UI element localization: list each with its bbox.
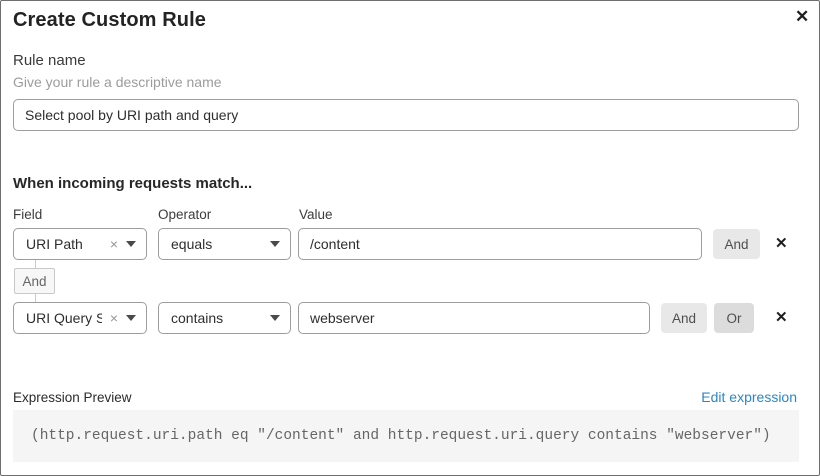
field-select-row1-value: URI Path [26,236,83,252]
edit-expression-link[interactable]: Edit expression [701,389,797,405]
operator-column-label: Operator [158,207,212,222]
or-button-row2[interactable]: Or [714,303,754,333]
and-button-row2[interactable]: And [661,303,707,333]
chevron-down-icon [126,315,136,321]
and-joiner-badge: And [14,268,55,294]
dialog-title: Create Custom Rule [13,9,206,31]
clear-icon[interactable]: × [109,236,118,252]
expression-code: (http.request.uri.path eq "/content" and… [31,428,771,444]
delete-row2-icon[interactable]: ✕ [775,309,788,326]
value-column-label: Value [299,207,333,222]
chevron-down-icon [126,241,136,247]
value-input-row2[interactable] [298,302,650,334]
operator-select-row2-value: contains [171,310,224,326]
value-input-row1[interactable] [298,228,702,260]
field-select-row2-value: URI Query St... [26,310,102,326]
field-column-label: Field [13,207,43,222]
connector-line-top [35,260,36,268]
field-select-row2[interactable]: URI Query St... × [13,302,147,334]
match-section-heading: When incoming requests match... [13,175,253,192]
close-icon[interactable]: ✕ [795,7,810,26]
clear-icon[interactable]: × [109,310,118,326]
rule-name-label: Rule name [13,52,86,69]
and-button-row1[interactable]: And [713,229,760,259]
field-select-row1[interactable]: URI Path × [13,228,147,260]
expression-preview-block: (http.request.uri.path eq "/content" and… [13,410,799,462]
rule-name-input[interactable] [13,99,799,131]
operator-select-row1[interactable]: equals [158,228,291,260]
chevron-down-icon [270,315,280,321]
delete-row1-icon[interactable]: ✕ [775,235,788,252]
rule-name-helper-text: Give your rule a descriptive name [13,74,222,90]
operator-select-row2[interactable]: contains [158,302,291,334]
connector-line-bottom [35,294,36,302]
operator-select-row1-value: equals [171,236,213,252]
chevron-down-icon [270,241,280,247]
expression-preview-label: Expression Preview [13,390,132,405]
